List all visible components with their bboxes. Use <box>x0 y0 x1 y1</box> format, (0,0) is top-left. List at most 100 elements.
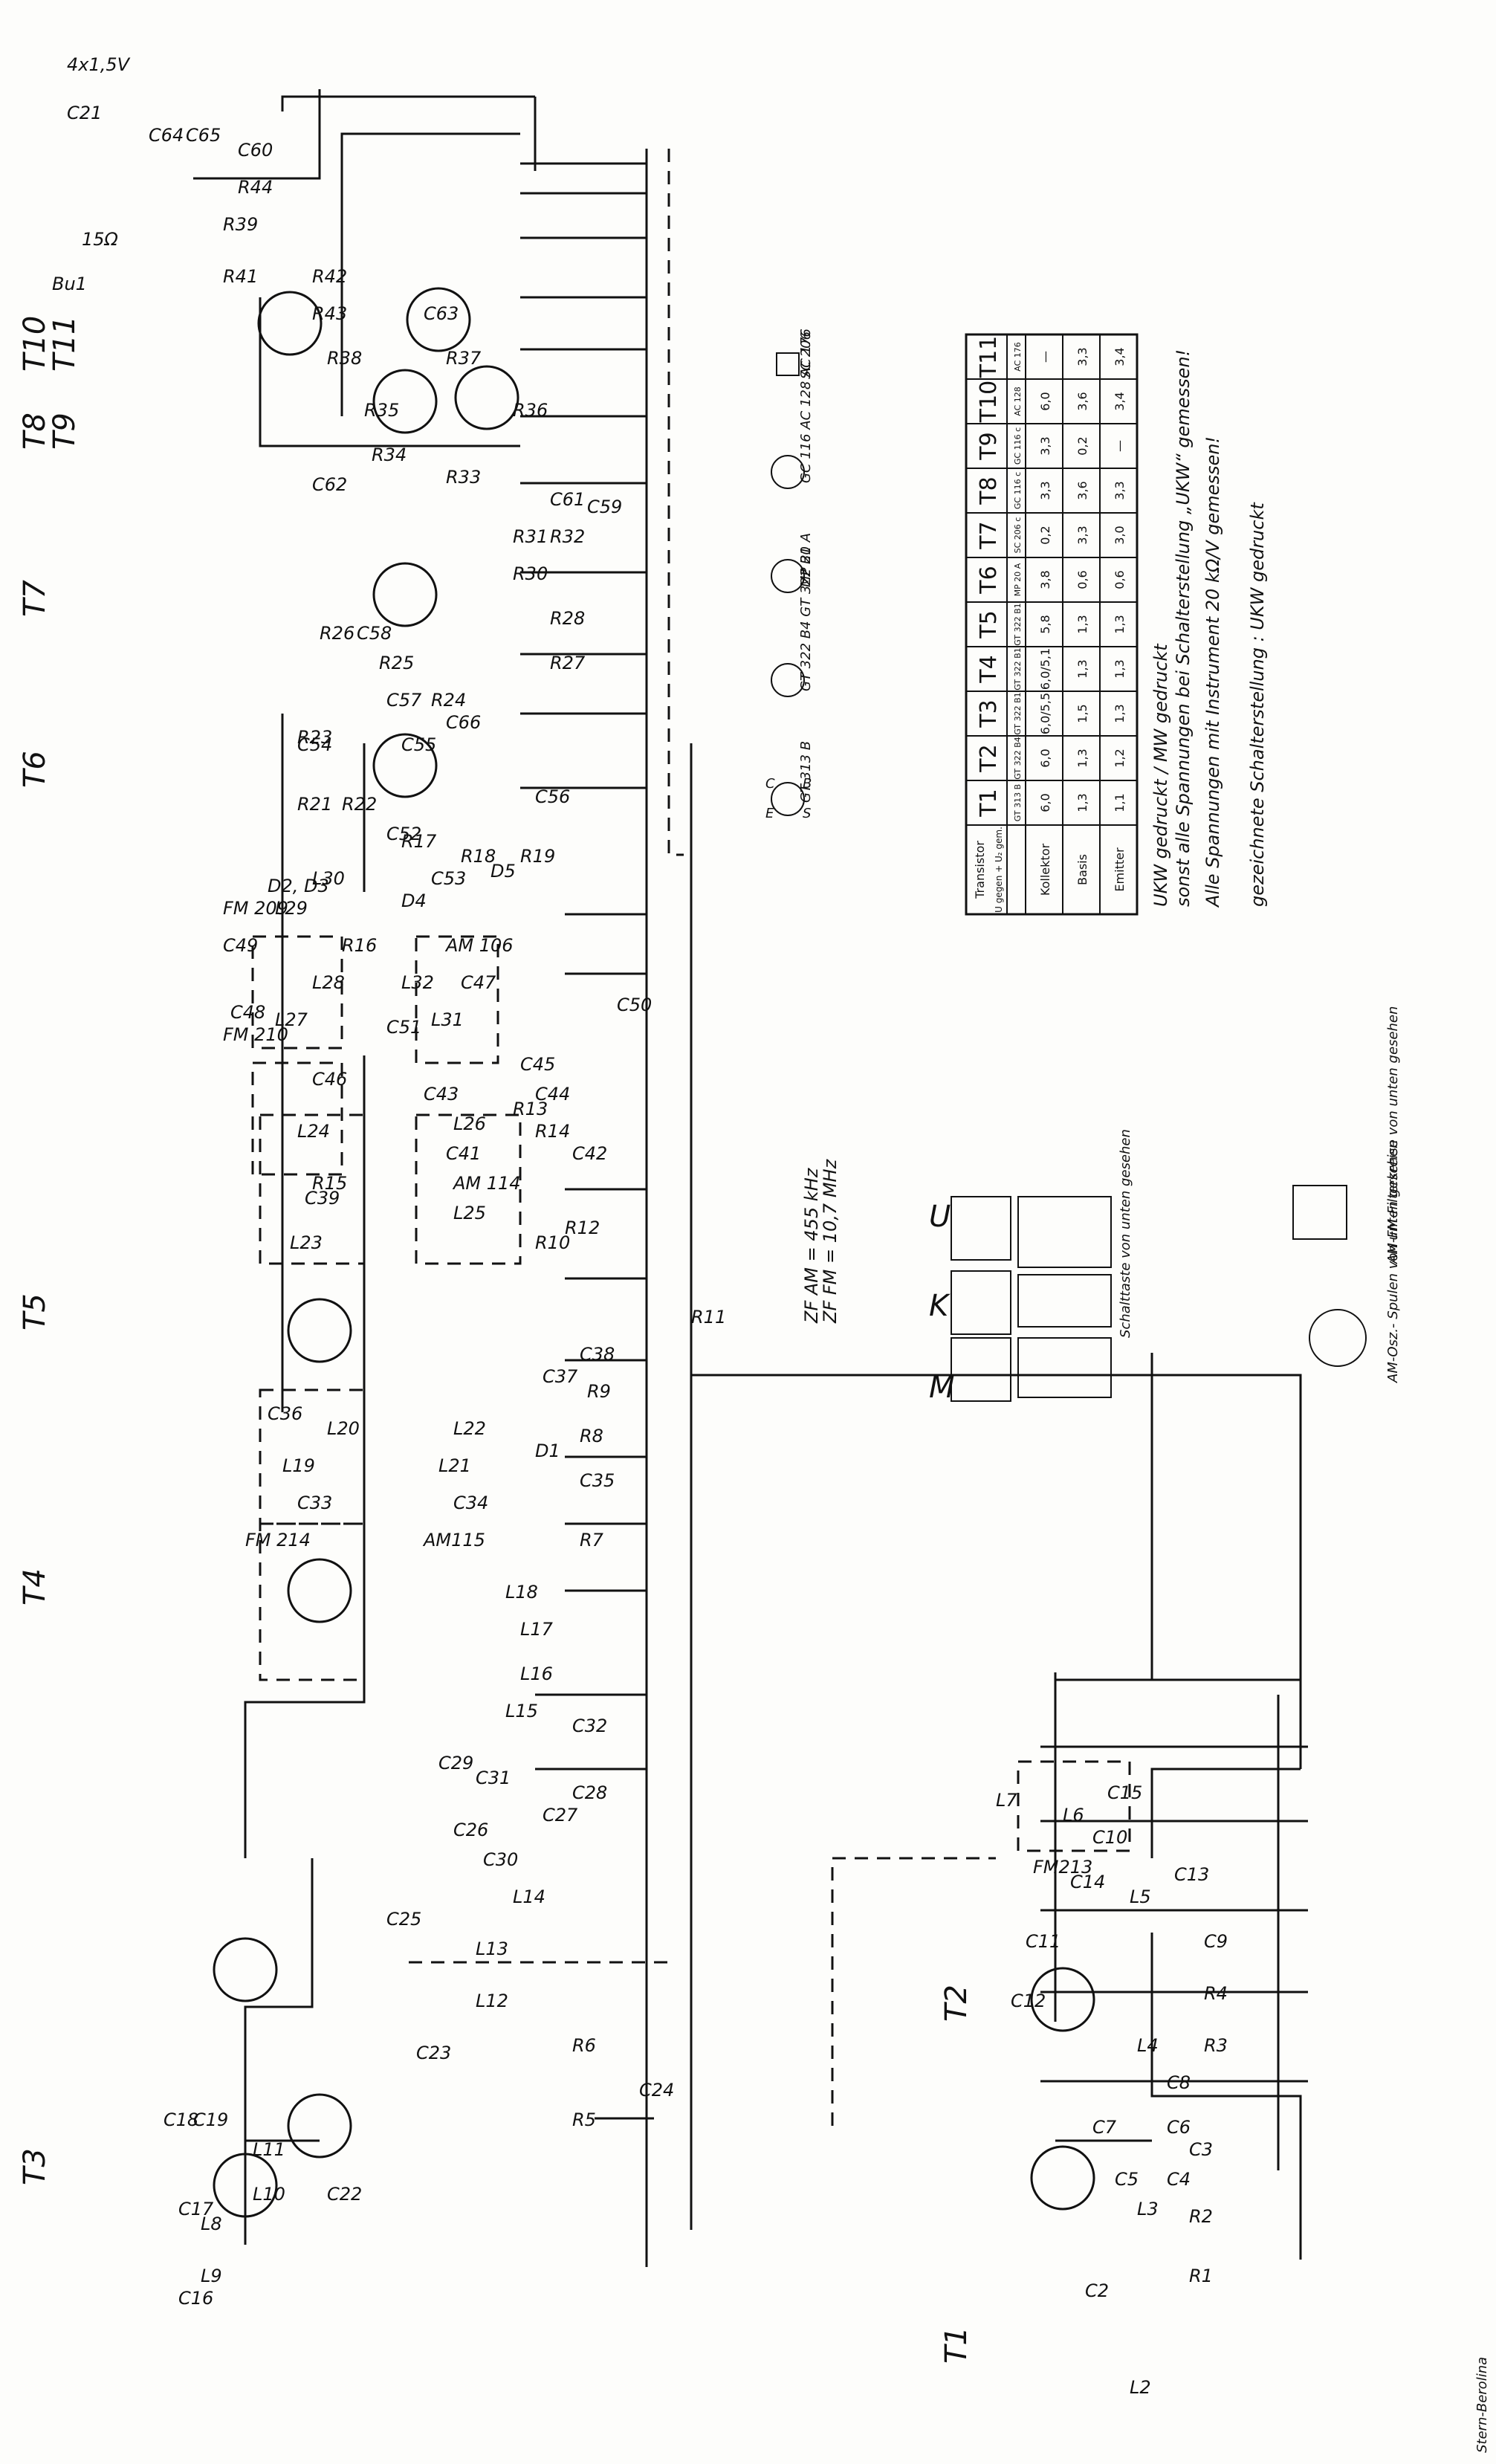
switch-letter-k: K <box>929 1289 951 1323</box>
label-c62: C62 <box>312 474 347 495</box>
label-l28: L28 <box>312 972 345 993</box>
label-l25: L25 <box>453 1203 486 1223</box>
table-cell: 6,0 <box>1038 748 1052 767</box>
label-c65: C65 <box>186 125 221 146</box>
table-cell: 3,4 <box>1113 347 1127 366</box>
label-t9: T9 <box>48 413 82 450</box>
label-t5: T5 <box>18 1293 52 1330</box>
label-c53: C53 <box>431 868 466 889</box>
label-r33: R33 <box>446 467 481 488</box>
table-col-t7: T7 <box>976 521 1002 549</box>
wiring <box>193 89 1308 2267</box>
pinout-drawings <box>771 352 1367 1402</box>
label-fm213: FM213 <box>1033 1857 1092 1878</box>
table-cell: 1,2 <box>1113 748 1127 767</box>
table-corner-header: Transistor <box>973 841 987 899</box>
label-c59: C59 <box>587 497 622 517</box>
label-t11: T11 <box>48 316 82 372</box>
label-c38: C38 <box>580 1344 615 1365</box>
label-r32: R32 <box>550 526 585 547</box>
label-c6: C6 <box>1167 2117 1191 2138</box>
zf-note-am: ZF AM = 455 kHz <box>801 1167 822 1324</box>
label-d2d3: D2, D3 <box>268 876 329 896</box>
label-r13: R13 <box>513 1099 548 1119</box>
label-c23: C23 <box>416 2043 451 2063</box>
label-l26: L26 <box>453 1113 486 1134</box>
label-r12: R12 <box>565 1218 600 1238</box>
table-col-t9: T9 <box>976 432 1002 460</box>
label-c11: C11 <box>1026 1931 1061 1952</box>
label-c45: C45 <box>520 1054 555 1075</box>
label-r1: R1 <box>1189 2266 1213 2286</box>
table-cell: 3,0 <box>1113 526 1127 544</box>
label-r44: R44 <box>238 177 273 198</box>
table-cell: 0,2 <box>1075 436 1089 455</box>
label-c22: C22 <box>327 2184 362 2205</box>
label-c43: C43 <box>424 1084 459 1105</box>
table-type-t1: GT 313 B <box>1013 784 1023 821</box>
table-type-t3: GT 322 B1 <box>1013 692 1023 734</box>
label-r31: R31 <box>513 526 548 547</box>
label-l4: L4 <box>1137 2035 1159 2056</box>
label-l3: L3 <box>1137 2199 1159 2219</box>
label-c60: C60 <box>238 140 273 161</box>
label-l8: L8 <box>201 2214 222 2234</box>
label-c5: C5 <box>1115 2169 1139 2190</box>
label-t6: T6 <box>18 751 52 788</box>
label-r11: R11 <box>691 1307 726 1328</box>
label-l24: L24 <box>297 1121 330 1142</box>
label-c21: C21 <box>67 103 102 123</box>
label-r43: R43 <box>312 303 347 324</box>
label-d1: D1 <box>535 1440 560 1461</box>
switch-note: Schalttaste von unten gesehen <box>1118 1129 1133 1338</box>
label-t8: T8 <box>18 413 52 450</box>
label-l6: L6 <box>1063 1805 1084 1826</box>
table-row-label-1: Basis <box>1075 854 1089 885</box>
label-c25: C25 <box>386 1909 421 1930</box>
table-type-t7: SC 206 c <box>1013 517 1023 554</box>
table-cell: 0,6 <box>1075 570 1089 589</box>
label-c24: C24 <box>639 2080 674 2101</box>
table-cell: 6,0 <box>1038 793 1052 812</box>
label-r5: R5 <box>572 2109 596 2130</box>
label-battery: 4x1,5V <box>67 54 131 75</box>
table-col-t10: T10 <box>976 381 1002 424</box>
label-r8: R8 <box>580 1426 603 1446</box>
note-1: UKW gedruckt / MW gedruckt <box>1150 643 1171 907</box>
label-c28: C28 <box>572 1782 607 1803</box>
table-cell: 1,3 <box>1113 704 1127 722</box>
label-r21: R21 <box>297 794 332 815</box>
coil-note-filter: AM-FM-Filterkreise von unten gesehen <box>1385 1006 1401 1264</box>
label-r25: R25 <box>379 653 414 673</box>
table-col-t4: T4 <box>976 655 1002 683</box>
label-c36: C36 <box>268 1403 302 1424</box>
table-cell: 3,3 <box>1038 436 1052 455</box>
table-cell: 5,8 <box>1038 615 1052 633</box>
table-cell: 3,3 <box>1113 481 1127 499</box>
label-c39: C39 <box>305 1188 340 1209</box>
label-c15: C15 <box>1107 1782 1142 1803</box>
label-r2: R2 <box>1189 2206 1213 2227</box>
label-r24: R24 <box>431 690 466 711</box>
label-d4: D4 <box>401 890 427 911</box>
pinout-gt322: GT 322 B4 GT 322 B1 <box>798 546 814 691</box>
label-c50: C50 <box>617 995 652 1015</box>
label-l13: L13 <box>476 1938 508 1959</box>
table-row-label-2: Emitter <box>1113 847 1127 892</box>
label-c19: C19 <box>193 2109 228 2130</box>
label-l16: L16 <box>520 1663 553 1684</box>
pinout-gc116: GC 116 AC 128 AC 176 <box>798 329 814 483</box>
label-c54: C54 <box>297 734 332 755</box>
label-c52: C52 <box>386 824 421 844</box>
label-l19: L19 <box>282 1455 315 1476</box>
label-t10: T10 <box>18 316 52 372</box>
label-am114: AM 114 <box>452 1173 521 1194</box>
label-c10: C10 <box>1092 1827 1127 1848</box>
label-r17: R17 <box>401 831 437 852</box>
label-c14: C14 <box>1070 1872 1105 1892</box>
label-l18: L18 <box>505 1582 538 1603</box>
